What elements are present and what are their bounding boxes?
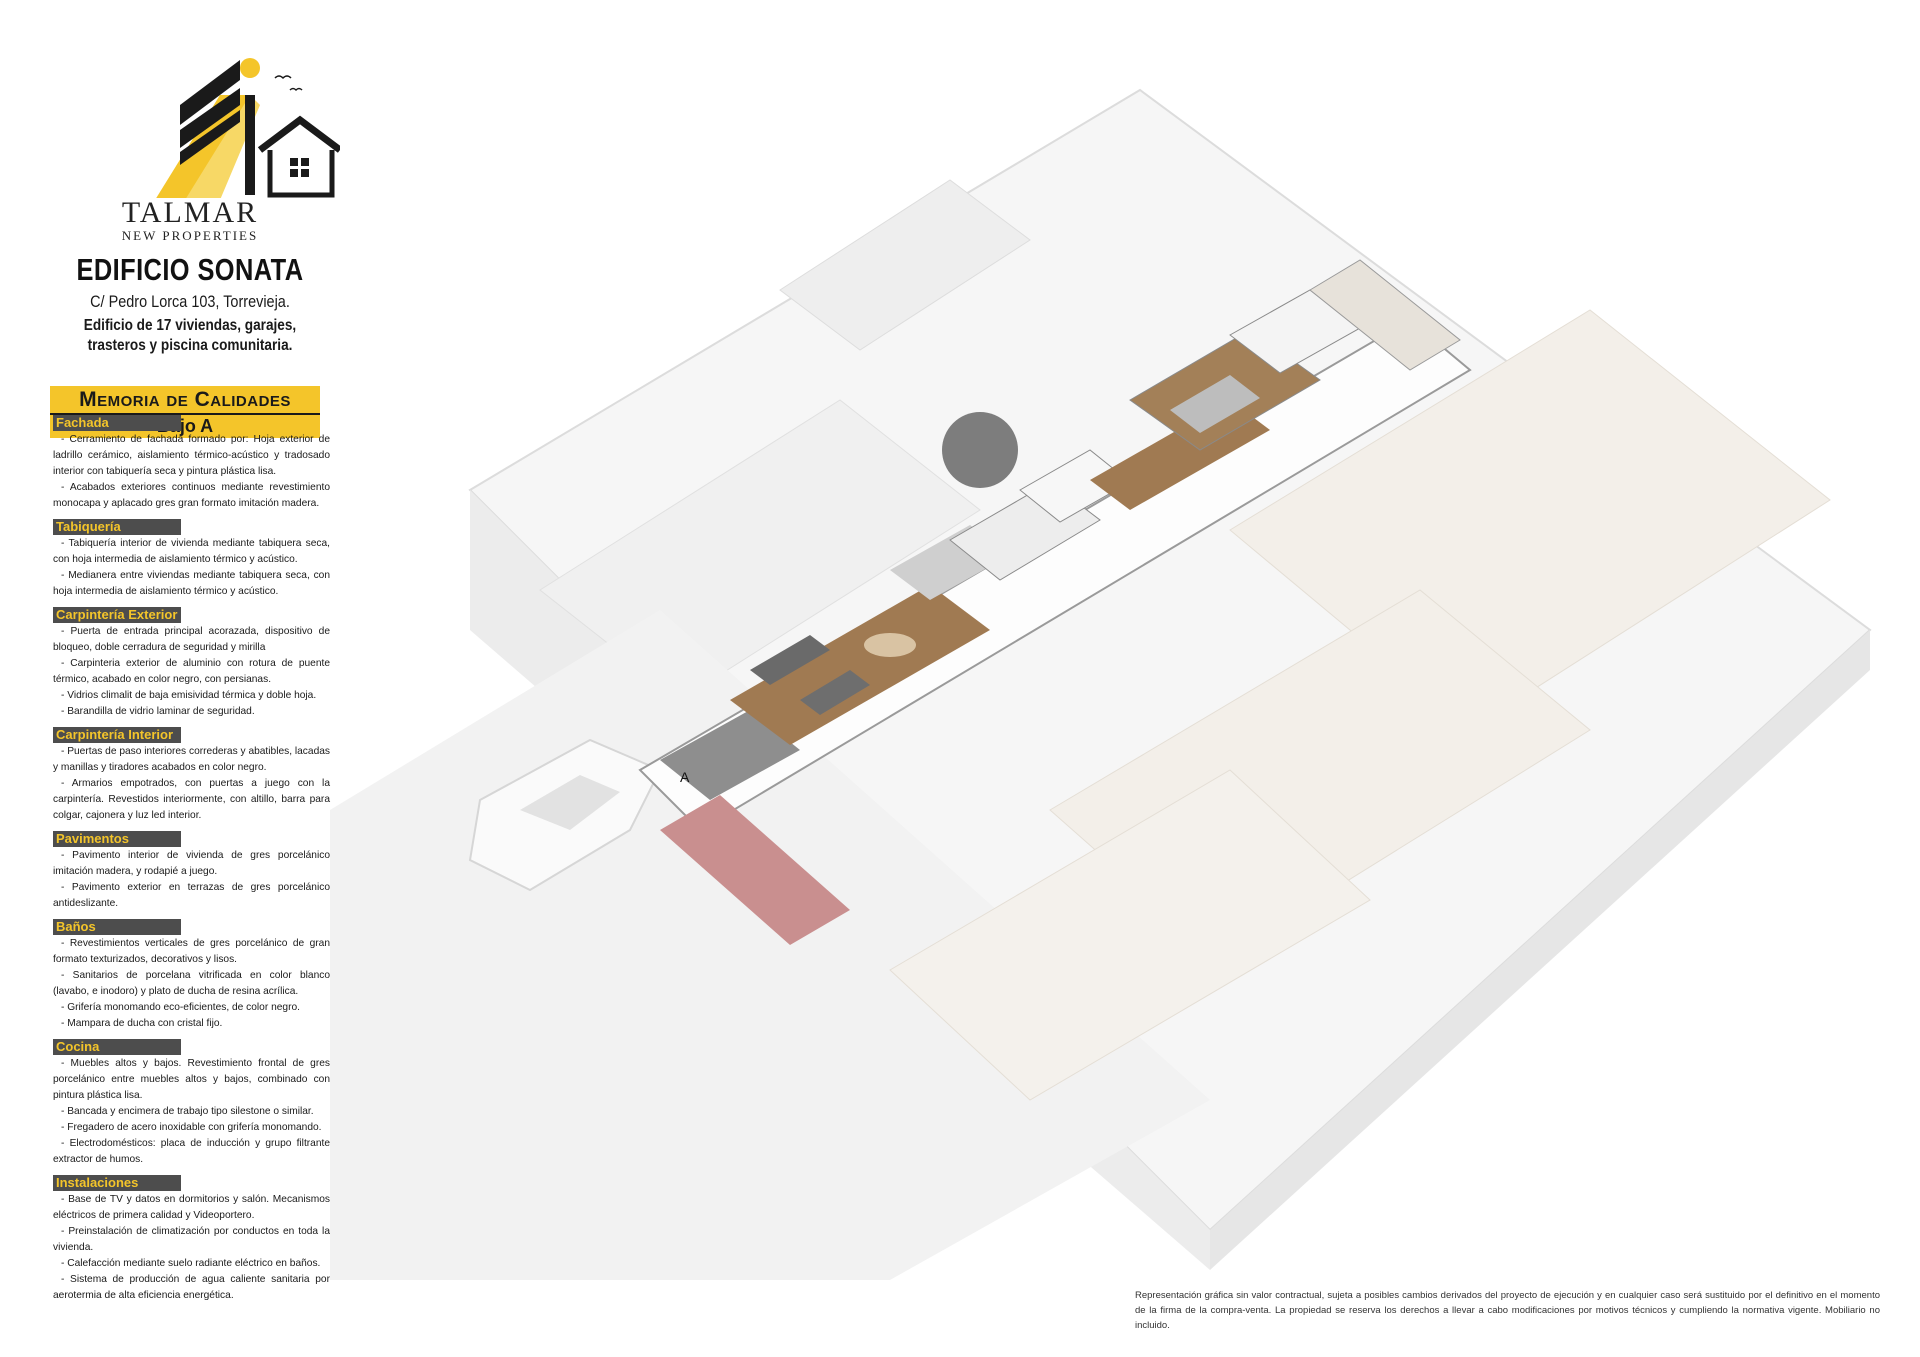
isometric-floor-plan: A	[330, 88, 1872, 1280]
section-item: - Carpinteria exterior de aluminio con r…	[53, 658, 330, 685]
talmar-logo	[156, 58, 340, 198]
section-item: - Vidrios climalit de baja emisividad té…	[61, 690, 317, 701]
section-item: - Mampara de ducha con cristal fijo.	[61, 1018, 223, 1029]
section-item: - Fregadero de acero inoxidable con grif…	[61, 1122, 322, 1133]
section-title: Carpintería Exterior	[53, 607, 181, 623]
section-item: - Armarios empotrados, con puertas a jue…	[53, 778, 330, 821]
section-banos: Baños - Revestimientos verticales de gre…	[53, 918, 330, 1032]
car-illustration	[468, 738, 662, 892]
section-fachada: Fachada - Cerramiento de fachada formado…	[53, 414, 330, 512]
building-title: EDIFICIO SONATA	[76, 252, 304, 287]
section-item: - Cerramiento de fachada formado por: Ho…	[53, 434, 330, 477]
building-address: C/ Pedro Lorca 103, Torrevieja.	[90, 292, 290, 311]
section-title: Baños	[53, 919, 181, 935]
section-item: - Sistema de producción de agua caliente…	[53, 1274, 330, 1301]
section-title: Tabiquería	[53, 519, 181, 535]
building-description: Edificio de 17 viviendas, garajes, trast…	[83, 317, 297, 354]
brand-name: TALMAR	[121, 196, 259, 229]
section-item: - Calefacción mediante suelo radiante el…	[61, 1258, 321, 1269]
memoria-title: Memoria de Calidades	[50, 386, 320, 415]
section-item: - Acabados exteriores continuos mediante…	[53, 482, 330, 509]
section-carpinteria-exterior: Carpintería Exterior - Puerta de entrada…	[53, 606, 330, 720]
section-title: Carpintería Interior	[53, 727, 181, 743]
section-item: - Muebles altos y bajos. Revestimiento f…	[53, 1058, 330, 1101]
section-item: - Preinstalación de climatización por co…	[53, 1226, 330, 1253]
section-item: - Puertas de paso interiores correderas …	[53, 746, 330, 773]
section-item: - Pavimento interior de vivienda de gres…	[53, 850, 330, 877]
section-title: Instalaciones	[53, 1175, 181, 1191]
section-title: Pavimentos	[53, 831, 181, 847]
brand-subtitle: NEW PROPERTIES	[121, 228, 259, 243]
section-item: - Medianera entre viviendas mediante tab…	[53, 570, 330, 597]
section-item: - Puerta de entrada principal acorazada,…	[53, 626, 330, 653]
section-title: Cocina	[53, 1039, 181, 1055]
section-carpinteria-interior: Carpintería Interior - Puertas de paso i…	[53, 726, 330, 824]
section-tabiqueria: Tabiquería - Tabiquería interior de vivi…	[53, 518, 330, 600]
section-item: - Barandilla de vidrio laminar de seguri…	[61, 706, 255, 717]
section-item: - Pavimento exterior en terrazas de gres…	[53, 882, 330, 909]
section-pavimentos: Pavimentos - Pavimento interior de vivie…	[53, 830, 330, 912]
section-cocina: Cocina - Muebles altos y bajos. Revestim…	[53, 1038, 330, 1168]
section-item: - Sanitarios de porcelana vitrificada en…	[53, 970, 330, 997]
section-item: - Bancada y encimera de trabajo tipo sil…	[61, 1106, 314, 1117]
section-instalaciones: Instalaciones - Base de TV y datos en do…	[53, 1174, 330, 1304]
section-item: - Electrodomésticos: placa de inducción …	[53, 1138, 330, 1165]
quality-sections: Fachada - Cerramiento de fachada formado…	[53, 414, 330, 1310]
section-item: - Revestimientos verticales de gres porc…	[53, 938, 330, 965]
highlighted-unit-bajo-a: A	[638, 259, 1472, 945]
section-item: - Base de TV y datos en dormitorios y sa…	[53, 1194, 330, 1221]
section-item: - Tabiquería interior de vivienda median…	[53, 538, 330, 565]
legal-disclaimer: Representación gráfica sin valor contrac…	[1135, 1290, 1880, 1331]
unit-label: A	[680, 769, 690, 785]
section-item: - Grifería monomando eco-eficientes, de …	[61, 1002, 300, 1013]
section-title: Fachada	[53, 415, 181, 431]
